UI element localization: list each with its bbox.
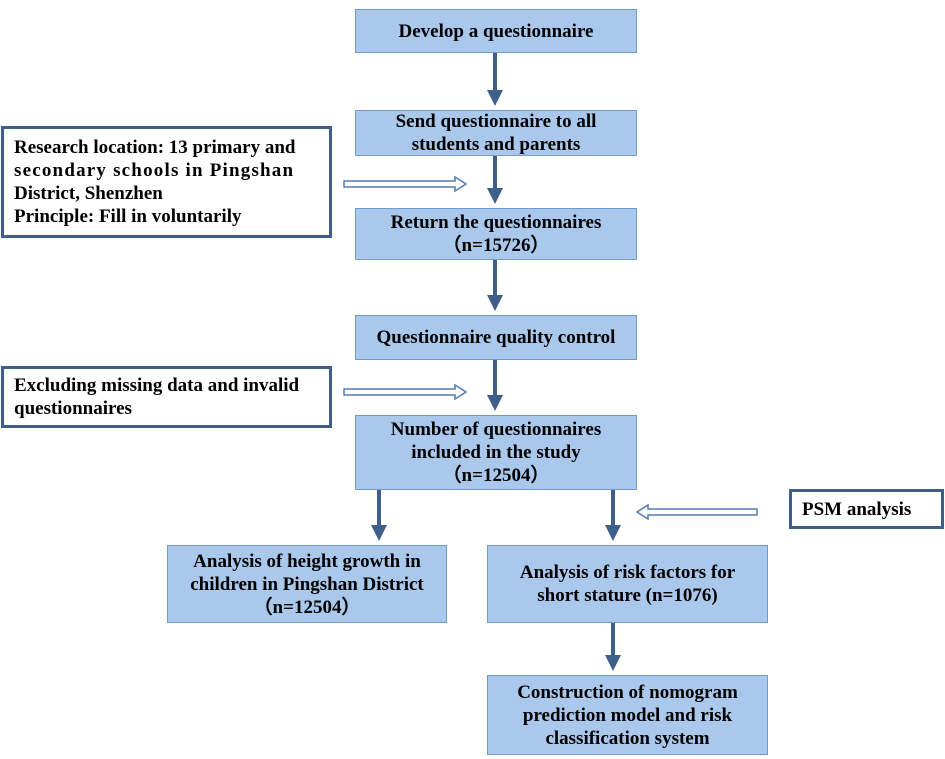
send-box: Send questionnaire to all students and p… <box>355 110 637 156</box>
research-line-3: District, Shenzhen <box>14 183 163 204</box>
height-line-2: children in Pingshan District <box>190 573 424 595</box>
hollow-arrow-research <box>343 175 468 193</box>
risk-line-2: short stature (n=1076) <box>537 585 718 606</box>
psm-note: PSM analysis <box>789 489 944 529</box>
send-line-1: Send questionnaire to all <box>395 111 597 132</box>
excluding-note: Excluding missing data and invalid quest… <box>1 366 332 428</box>
nomogram-line-3: classification system <box>545 727 710 749</box>
included-line-2: included in the study <box>411 442 581 463</box>
develop-box: Develop a questionnaire <box>355 9 637 53</box>
risk-line-1: Analysis of risk factors for <box>519 562 736 583</box>
height-line-1: Analysis of height growth in <box>193 550 421 572</box>
excluding-line-2: questionnaires <box>14 398 132 419</box>
height-box: Analysis of height growth in children in… <box>167 545 447 623</box>
quality-box: Questionnaire quality control <box>355 315 637 360</box>
return-line-2: （n=15726） <box>442 235 550 256</box>
quality-line-1: Questionnaire quality control <box>376 327 616 348</box>
nomogram-line-2: prediction model and risk <box>522 704 733 726</box>
nomogram-line-1: Construction of nomogram <box>517 681 738 703</box>
height-line-3: （n=12504） <box>253 596 361 618</box>
psm-line-1: PSM analysis <box>802 498 912 520</box>
research-note: Research location: 13 primary and second… <box>1 126 332 238</box>
send-line-2: students and parents <box>411 134 581 155</box>
research-line-2: secondary schools in Pingshan <box>14 160 295 181</box>
included-line-1: Number of questionnaires <box>390 419 602 440</box>
research-line-1: Research location: 13 primary and <box>14 137 296 158</box>
return-box: Return the questionnaires （n=15726） <box>355 208 637 260</box>
return-line-1: Return the questionnaires <box>390 212 602 233</box>
excluding-line-1: Excluding missing data and invalid <box>14 375 300 396</box>
included-box: Number of questionnaires included in the… <box>355 415 637 490</box>
included-line-3: （n=12504） <box>442 465 550 486</box>
nomogram-box: Construction of nomogram prediction mode… <box>487 675 768 755</box>
hollow-arrow-excluding <box>343 383 468 401</box>
research-line-4: Principle: Fill in voluntarily <box>14 206 242 227</box>
develop-line-1: Develop a questionnaire <box>398 20 594 42</box>
risk-box: Analysis of risk factors for short statu… <box>487 545 768 623</box>
hollow-arrow-psm <box>635 503 758 521</box>
